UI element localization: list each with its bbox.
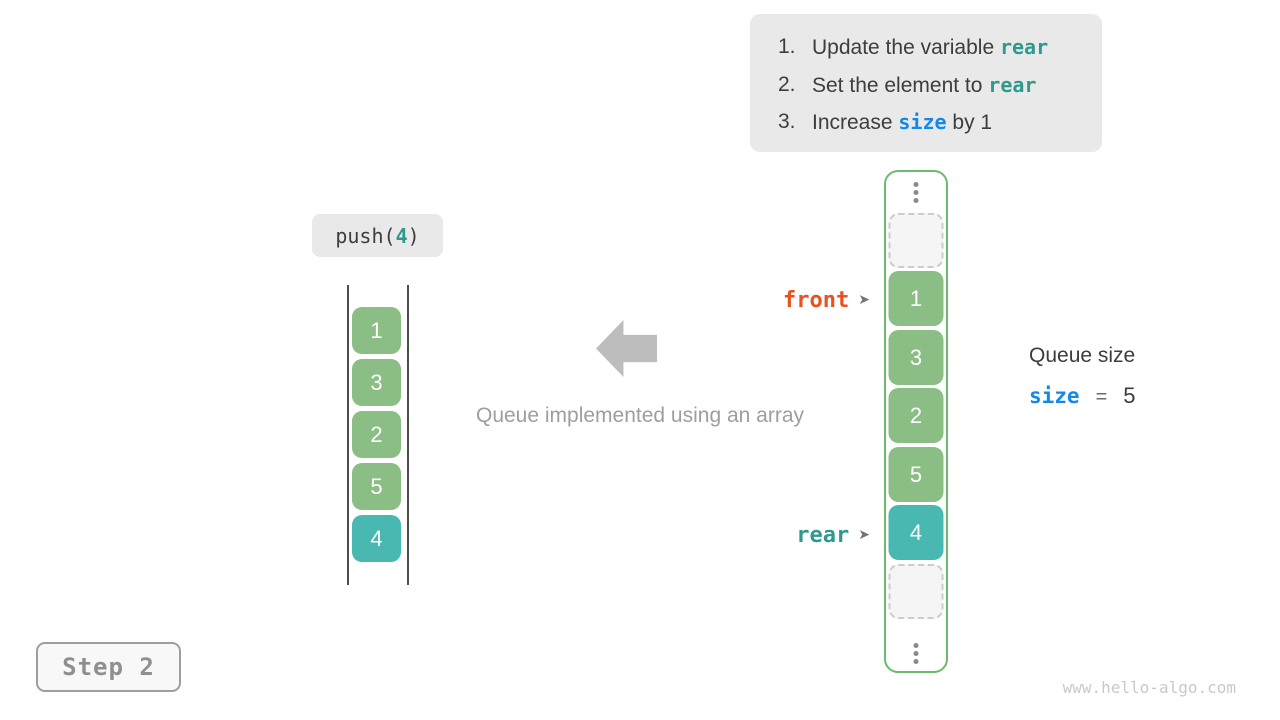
instruction-number: 1. xyxy=(778,35,796,58)
operation-argument: 4 xyxy=(395,223,408,248)
pointer-arrow-icon: ➤ xyxy=(858,527,870,543)
instruction-item-2: 2. Set the element to rear xyxy=(778,67,1102,105)
diagram-caption: Queue implemented using an array xyxy=(475,404,805,427)
array-column: 1 3 2 5 4 xyxy=(884,170,948,673)
ellipsis-icon xyxy=(913,182,919,203)
code-token-rear: rear xyxy=(999,35,1049,59)
stack-cell: 3 xyxy=(352,359,401,406)
instruction-box: 1. Update the variable rear 2. Set the e… xyxy=(750,14,1102,152)
size-value: 5 xyxy=(1123,383,1136,408)
array-cell-front: 1 xyxy=(888,271,944,326)
stack-cell: 1 xyxy=(352,307,401,354)
watermark: www.hello-algo.com xyxy=(1062,678,1236,697)
rear-pointer-label: rear xyxy=(796,522,850,548)
queue-stack: 1 3 2 5 4 xyxy=(352,307,401,562)
code-token-rear: rear xyxy=(988,72,1037,97)
front-pointer-label: front xyxy=(783,287,850,313)
pointer-arrow-icon: ➤ xyxy=(858,292,870,308)
array-cell-rear: 4 xyxy=(888,505,944,560)
queue-size-expression: size = 5 xyxy=(1029,383,1136,409)
instruction-text: Increase size by 1 xyxy=(812,110,993,134)
stack-rail-left xyxy=(347,285,349,585)
instruction-number: 2. xyxy=(778,72,796,96)
instruction-text: Set the element to rear xyxy=(812,72,1037,97)
operation-badge: push(4) xyxy=(312,214,443,257)
stack-cell: 5 xyxy=(352,463,401,510)
front-pointer: front ➤ xyxy=(762,286,870,314)
instruction-number: 3. xyxy=(778,110,796,133)
array-cell: 3 xyxy=(888,330,944,385)
queue-size-title: Queue size xyxy=(1029,344,1136,367)
left-arrow-icon xyxy=(596,320,657,377)
array-cell: 5 xyxy=(888,447,944,502)
array-cell-empty xyxy=(888,213,944,268)
array-cell: 2 xyxy=(888,388,944,443)
queue-size-block: Queue size size = 5 xyxy=(1029,344,1136,409)
equals-sign: = xyxy=(1095,386,1108,408)
instruction-text: Update the variable rear xyxy=(812,35,1049,59)
stack-cell-highlighted: 4 xyxy=(352,515,401,562)
size-variable: size xyxy=(1029,384,1080,408)
step-badge: Step 2 xyxy=(36,642,181,692)
array-cell-empty xyxy=(888,564,944,619)
rear-pointer: rear ➤ xyxy=(762,521,870,549)
ellipsis-icon xyxy=(913,643,919,664)
instruction-item-3: 3. Increase size by 1 xyxy=(778,104,1102,142)
stack-rail-right xyxy=(407,285,409,585)
operation-suffix: ) xyxy=(407,223,420,248)
instruction-item-1: 1. Update the variable rear xyxy=(778,29,1102,67)
code-token-size: size xyxy=(898,110,947,134)
stack-cell: 2 xyxy=(352,411,401,458)
operation-prefix: push( xyxy=(335,223,396,248)
